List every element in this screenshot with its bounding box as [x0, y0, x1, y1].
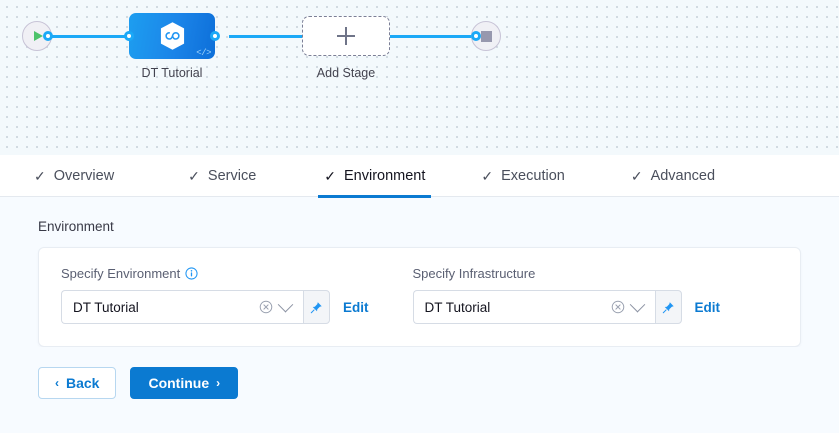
tab-advanced-label: Advanced: [651, 168, 716, 184]
check-icon: ✓: [34, 169, 46, 183]
check-icon: ✓: [188, 169, 200, 183]
add-stage-label: Add Stage: [266, 66, 426, 80]
environment-panel: Environment Specify Environment: [0, 197, 839, 433]
stage-config-tabs: ✓ Overview ✓ Service ✓ Environment ✓ Exe…: [0, 155, 839, 197]
play-icon: [34, 31, 43, 41]
tab-environment-label: Environment: [344, 168, 425, 184]
chevron-right-icon: ›: [216, 376, 220, 390]
environment-card: Specify Environment DT Tutorial: [38, 247, 801, 347]
specify-infrastructure-field: Specify Infrastructure DT Tutorial: [413, 266, 721, 324]
edge-start-to-stage: [46, 35, 132, 38]
continue-button[interactable]: Continue ›: [130, 367, 238, 399]
tab-overview-label: Overview: [54, 168, 114, 184]
back-button-label: Back: [66, 375, 99, 391]
specify-infrastructure-label-row: Specify Infrastructure: [413, 266, 721, 281]
plus-icon: [337, 27, 355, 45]
clear-circle-icon[interactable]: [611, 300, 625, 314]
edit-environment-link[interactable]: Edit: [343, 300, 369, 315]
info-icon[interactable]: [185, 267, 198, 280]
specify-infrastructure-input[interactable]: DT Tutorial: [413, 290, 655, 324]
stage-input-port[interactable]: [124, 31, 134, 41]
clear-circle-icon[interactable]: [259, 300, 273, 314]
section-title: Environment: [38, 219, 801, 234]
pin-infrastructure-button[interactable]: [655, 290, 682, 324]
tab-environment[interactable]: ✓ Environment: [308, 155, 441, 197]
stage-node-dt-tutorial[interactable]: </>: [129, 13, 215, 59]
end-input-port[interactable]: [471, 31, 481, 41]
specify-environment-field: Specify Environment DT Tutorial: [61, 266, 369, 324]
tab-advanced[interactable]: ✓ Advanced: [615, 155, 731, 197]
stop-icon: [481, 31, 492, 42]
specify-infrastructure-row: DT Tutorial: [413, 290, 721, 324]
check-icon: ✓: [324, 169, 336, 183]
tab-execution[interactable]: ✓ Execution: [465, 155, 580, 197]
stage-node-label: DT Tutorial: [92, 66, 252, 80]
edge-addstage-to-end: [390, 35, 476, 38]
tab-service[interactable]: ✓ Service: [172, 155, 272, 197]
pin-icon: [662, 301, 675, 314]
chevron-left-icon: ‹: [55, 376, 59, 390]
chevron-down-icon[interactable]: [278, 296, 294, 312]
tab-service-label: Service: [208, 168, 256, 184]
code-badge-icon: </>: [196, 48, 211, 58]
chevron-down-icon[interactable]: [629, 296, 645, 312]
pin-icon: [310, 301, 323, 314]
specify-environment-select-group: DT Tutorial: [61, 290, 330, 324]
pin-environment-button[interactable]: [303, 290, 330, 324]
tab-overview[interactable]: ✓ Overview: [18, 155, 130, 197]
start-output-port[interactable]: [43, 31, 53, 41]
add-stage-button[interactable]: [302, 16, 390, 56]
hexagon-infinity-icon: [159, 21, 186, 51]
edit-infrastructure-link[interactable]: Edit: [695, 300, 721, 315]
pipeline-canvas[interactable]: </> DT Tutorial Add Stage: [0, 0, 839, 155]
check-icon: ✓: [631, 169, 643, 183]
specify-environment-input[interactable]: DT Tutorial: [61, 290, 303, 324]
specify-infrastructure-label: Specify Infrastructure: [413, 266, 536, 281]
stage-output-port[interactable]: [210, 31, 220, 41]
specify-infrastructure-value: DT Tutorial: [425, 300, 611, 315]
tab-execution-label: Execution: [501, 168, 565, 184]
back-button[interactable]: ‹ Back: [38, 367, 116, 399]
check-icon: ✓: [481, 169, 493, 183]
specify-environment-label-row: Specify Environment: [61, 266, 369, 281]
specify-infrastructure-select-group: DT Tutorial: [413, 290, 682, 324]
specify-environment-row: DT Tutorial: [61, 290, 369, 324]
specify-environment-label: Specify Environment: [61, 266, 180, 281]
specify-environment-value: DT Tutorial: [73, 300, 259, 315]
continue-button-label: Continue: [148, 375, 209, 391]
edge-stage-to-addstage: [229, 35, 305, 38]
wizard-footer: ‹ Back Continue ›: [38, 347, 801, 399]
